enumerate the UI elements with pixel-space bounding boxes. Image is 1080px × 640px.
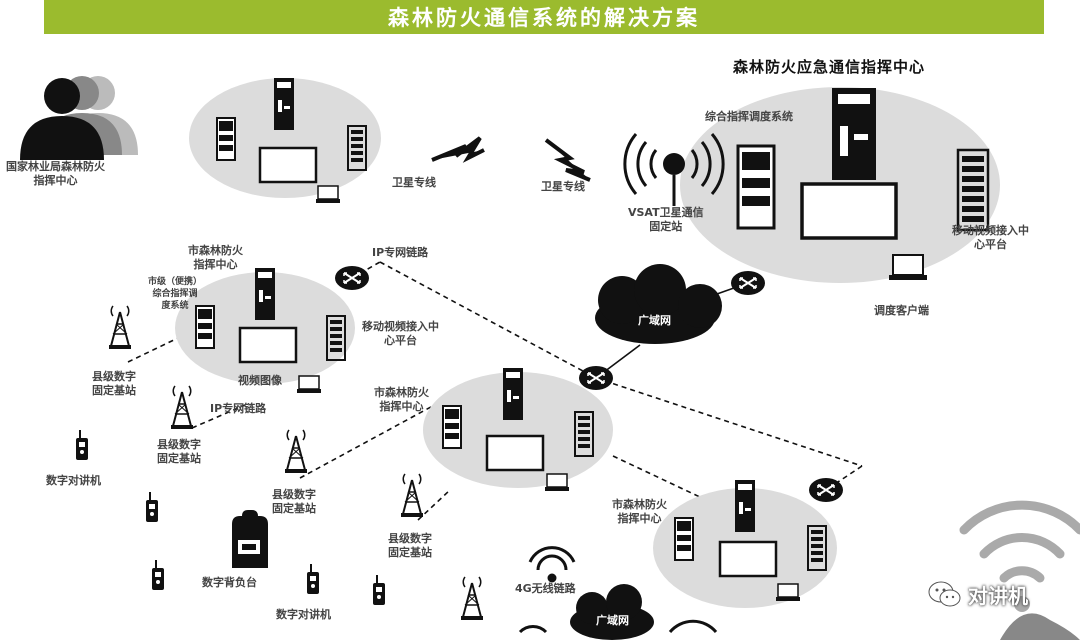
lightning-icon <box>431 136 485 163</box>
router-icon <box>808 477 844 503</box>
walkie-talkie-icon <box>152 560 164 590</box>
walkie-talkie-icon <box>146 492 158 522</box>
links <box>127 261 863 521</box>
city-center-2-ellipse <box>423 372 613 488</box>
watermark-text: 对讲机 <box>968 584 1028 608</box>
antenna-tower-icon <box>108 305 132 350</box>
wechat-icon <box>928 581 961 606</box>
wan-label-1: 广域网 <box>638 314 671 327</box>
monitor-icon <box>718 540 778 578</box>
server-icon <box>503 368 523 420</box>
antenna-tower-icon <box>400 473 424 518</box>
monitor-icon <box>258 146 318 184</box>
digital-radio-label-2: 数字对讲机 <box>276 608 331 621</box>
server-icon <box>442 405 462 449</box>
laptop-icon <box>296 375 322 394</box>
digital-radio-label-1: 数字对讲机 <box>46 474 101 487</box>
wifi-icon <box>959 500 1080 583</box>
laptop-icon <box>315 185 341 204</box>
antenna-tower-icon <box>170 385 194 430</box>
wifi-icon <box>528 546 576 583</box>
sat-line-label-1: 卫星专线 <box>392 176 436 189</box>
walkie-talkie-icon <box>373 575 385 605</box>
mobile-video-label-2: 移动视频接入中 心平台 <box>362 320 439 347</box>
command-center-label: 森林防火应急通信指挥中心 <box>733 58 926 76</box>
dispatch-system-label: 综合指挥调度系统 <box>705 110 793 123</box>
national-center-ellipse <box>189 78 381 198</box>
router-icon <box>578 365 614 391</box>
walkie-talkie-icon <box>76 430 88 460</box>
laptop-icon <box>889 254 927 280</box>
laptop-icon <box>775 583 801 602</box>
lightning-icon <box>544 138 591 182</box>
monitor-icon <box>238 326 298 364</box>
server-icon <box>956 148 990 232</box>
backpack-icon <box>232 510 268 568</box>
cloud-icon <box>595 264 722 344</box>
title-banner: 森林防火通信系统的解决方案 <box>44 0 1044 34</box>
server-icon <box>832 88 876 180</box>
server-icon <box>255 268 275 320</box>
wan-label-2: 广域网 <box>596 614 629 627</box>
laptop-icon <box>544 473 570 492</box>
county-station-label-4: 县级数字 固定基站 <box>388 532 432 559</box>
ip-link-label-1: IP专网链路 <box>372 246 429 259</box>
sat-line-label-2: 卫星专线 <box>541 180 585 193</box>
vsat-label: VSAT卫星通信 固定站 <box>628 206 704 233</box>
server-icon <box>195 305 215 349</box>
digital-backpack-label: 数字背负台 <box>202 576 257 589</box>
router-icon <box>730 270 766 296</box>
monitor-icon <box>800 182 898 240</box>
antenna-tower-icon <box>284 429 308 474</box>
monitor-icon <box>485 434 545 472</box>
city-portable-label: 市级（便携） 综合指挥调 度系统 <box>148 277 203 311</box>
cloud-icon <box>570 584 654 640</box>
city-center-label-1: 市森林防火 指挥中心 <box>188 244 243 271</box>
national-center-label: 国家林业局森林防火 指挥中心 <box>6 160 105 187</box>
antenna-tower-icon <box>460 576 484 621</box>
city-center-label-3: 市森林防火 指挥中心 <box>612 498 667 525</box>
wifi-icon <box>668 619 718 634</box>
wireless-4g-label: 4G无线链路 <box>515 582 576 595</box>
ip-link-label-2: IP专网链路 <box>210 402 267 415</box>
county-station-label-1: 县级数字 固定基站 <box>92 370 136 397</box>
watermark: 对讲机 <box>928 580 1028 609</box>
router-icon <box>334 265 370 291</box>
server-icon <box>674 517 694 561</box>
server-icon <box>274 78 294 130</box>
county-station-label-3: 县级数字 固定基站 <box>272 488 316 515</box>
diagram-title: 森林防火通信系统的解决方案 <box>388 6 700 30</box>
county-station-label-2: 县级数字 固定基站 <box>157 438 201 465</box>
video-image-label: 视频图像 <box>238 374 282 387</box>
dispatch-client-label: 调度客户端 <box>874 304 929 317</box>
server-icon <box>736 144 776 230</box>
walkie-talkie-icon <box>307 564 319 594</box>
city-center-label-2: 市森林防火 指挥中心 <box>374 386 429 413</box>
mobile-video-label-1: 移动视频接入中 心平台 <box>952 224 1029 251</box>
wifi-icon <box>518 625 548 634</box>
server-icon <box>216 117 236 161</box>
people-icon <box>20 76 138 160</box>
server-icon <box>735 480 755 532</box>
satellite-dish-icon <box>623 133 725 206</box>
